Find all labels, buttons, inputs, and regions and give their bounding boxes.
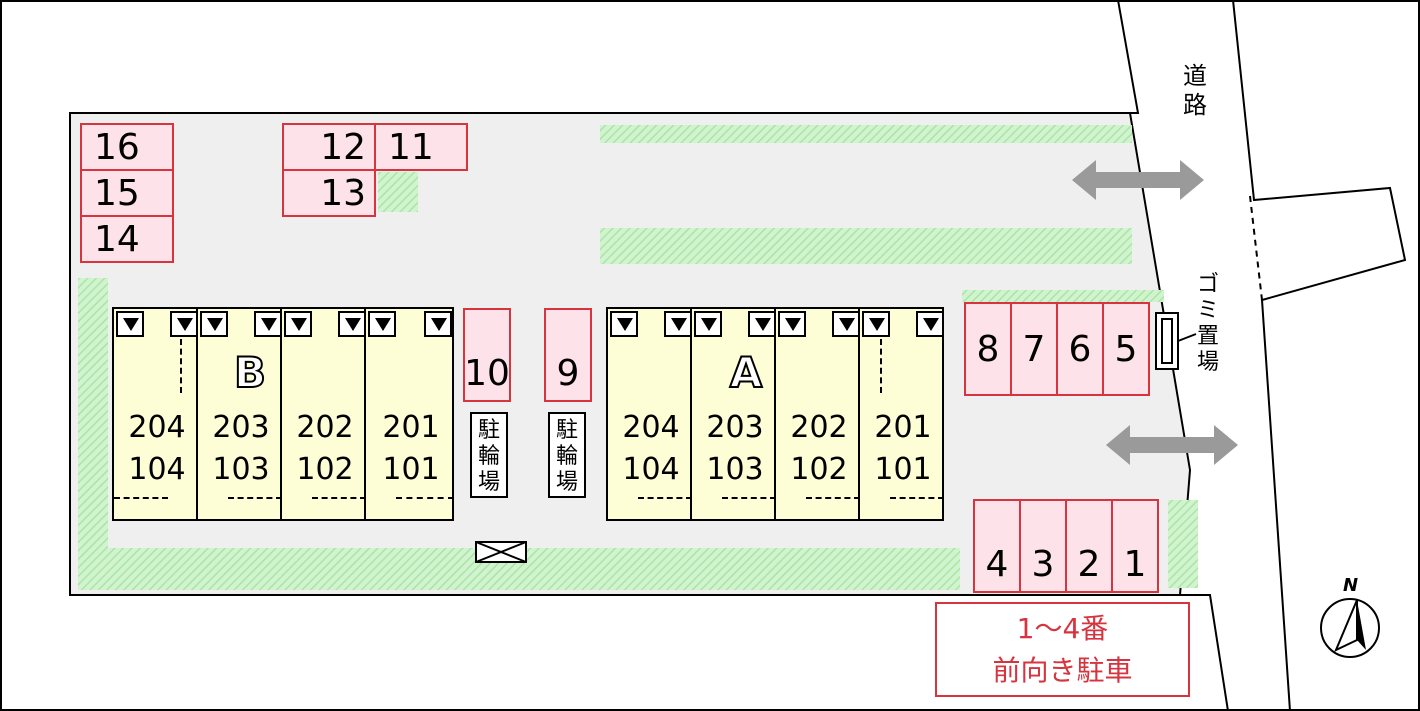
- unit-lower-number: 102: [296, 452, 354, 487]
- unit-lower-number: 104: [128, 452, 186, 487]
- unit-b-201-101: 201 101: [364, 307, 454, 521]
- greenery: [78, 278, 108, 590]
- parking-space-8: 8: [964, 302, 1012, 396]
- parking-space-5: 5: [1102, 302, 1150, 396]
- parking-notice-line2: 前向き駐車: [992, 653, 1133, 687]
- entrance-marker-icon: [694, 311, 722, 337]
- parking-space-12: 12: [282, 123, 376, 171]
- unit-lower-number: 101: [874, 452, 932, 487]
- unit-lower-number: 103: [706, 452, 764, 487]
- parking-space-2: 2: [1065, 499, 1113, 593]
- entrance-arrow: [1072, 160, 1238, 465]
- unit-lower-number: 101: [382, 452, 440, 487]
- entrance-marker-icon: [610, 311, 638, 337]
- parking-notice: 1～4番 前向き駐車: [935, 602, 1190, 697]
- unit-upper-number: 204: [128, 410, 186, 445]
- entrance-marker-icon: [862, 311, 890, 337]
- greenery: [600, 228, 1132, 264]
- entrance-marker-icon: [368, 311, 396, 337]
- bike-parking-b: 駐輪場: [470, 412, 508, 498]
- building-label-b: B: [233, 348, 267, 397]
- entrance-marker-icon: [916, 311, 944, 337]
- greenery: [378, 172, 418, 212]
- unit-upper-number: 202: [296, 410, 354, 445]
- parking-space-7: 7: [1010, 302, 1058, 396]
- unit-lower-number: 104: [622, 452, 680, 487]
- parking-space-4: 4: [973, 499, 1021, 593]
- unit-upper-number: 202: [790, 410, 848, 445]
- entrance-marker-icon: [748, 311, 776, 337]
- compass-north-label: N: [1343, 575, 1359, 596]
- entrance-marker-icon: [338, 311, 366, 337]
- unit-upper-number: 201: [874, 410, 932, 445]
- bike-parking-a: 駐輪場: [548, 412, 586, 498]
- parking-space-15: 15: [80, 169, 174, 217]
- unit-a-201-101: 201 101: [858, 307, 944, 521]
- parking-space-13: 13: [282, 169, 376, 217]
- unit-b-204-104: 204 104: [112, 307, 198, 521]
- unit-a-202-102: 202 102: [774, 307, 860, 521]
- entrance-marker-icon: [778, 311, 806, 337]
- greenery: [962, 290, 1164, 302]
- unit-lower-number: 102: [790, 452, 848, 487]
- unit-a-204-104: 204 104: [606, 307, 692, 521]
- parking-notice-line1: 1～4番: [1016, 611, 1109, 645]
- entrance-marker-icon: [116, 311, 144, 337]
- entrance-marker-icon: [200, 311, 228, 337]
- parking-space-14: 14: [80, 215, 174, 263]
- unit-a-203-103: 203 103: [690, 307, 776, 521]
- unit-b-202-102: 202 102: [280, 307, 366, 521]
- parking-space-3: 3: [1019, 499, 1067, 593]
- greenery: [1168, 500, 1198, 588]
- entrance-marker-icon: [254, 311, 282, 337]
- parking-space-16: 16: [80, 123, 174, 171]
- building-label-a: A: [729, 348, 764, 397]
- unit-upper-number: 204: [622, 410, 680, 445]
- greenery: [600, 125, 1132, 143]
- compass-icon: [1320, 598, 1380, 658]
- entrance-marker-icon: [424, 311, 452, 337]
- entrance-marker-icon: [664, 311, 692, 337]
- parking-space-9: 9: [544, 308, 592, 402]
- road-label: 道路: [1183, 62, 1207, 119]
- unit-upper-number: 203: [212, 410, 270, 445]
- parking-space-1: 1: [1111, 499, 1159, 593]
- parking-space-10: 10: [463, 308, 511, 402]
- unit-b-203-103: 203 103: [196, 307, 282, 521]
- parking-space-6: 6: [1056, 302, 1104, 396]
- entrance-marker-icon: [284, 311, 312, 337]
- unit-upper-number: 201: [382, 410, 440, 445]
- building-b: 204 104 203 103 202 102 201 101 B: [112, 307, 456, 523]
- building-a: 204 104 203 103 202 102 201 101 A: [606, 307, 946, 523]
- entrance-marker-icon: [170, 311, 198, 337]
- parking-space-11: 11: [374, 123, 468, 171]
- unit-upper-number: 203: [706, 410, 764, 445]
- unit-lower-number: 103: [212, 452, 270, 487]
- garbage-label: ゴミ置場: [1196, 272, 1219, 375]
- entrance-marker-icon: [832, 311, 860, 337]
